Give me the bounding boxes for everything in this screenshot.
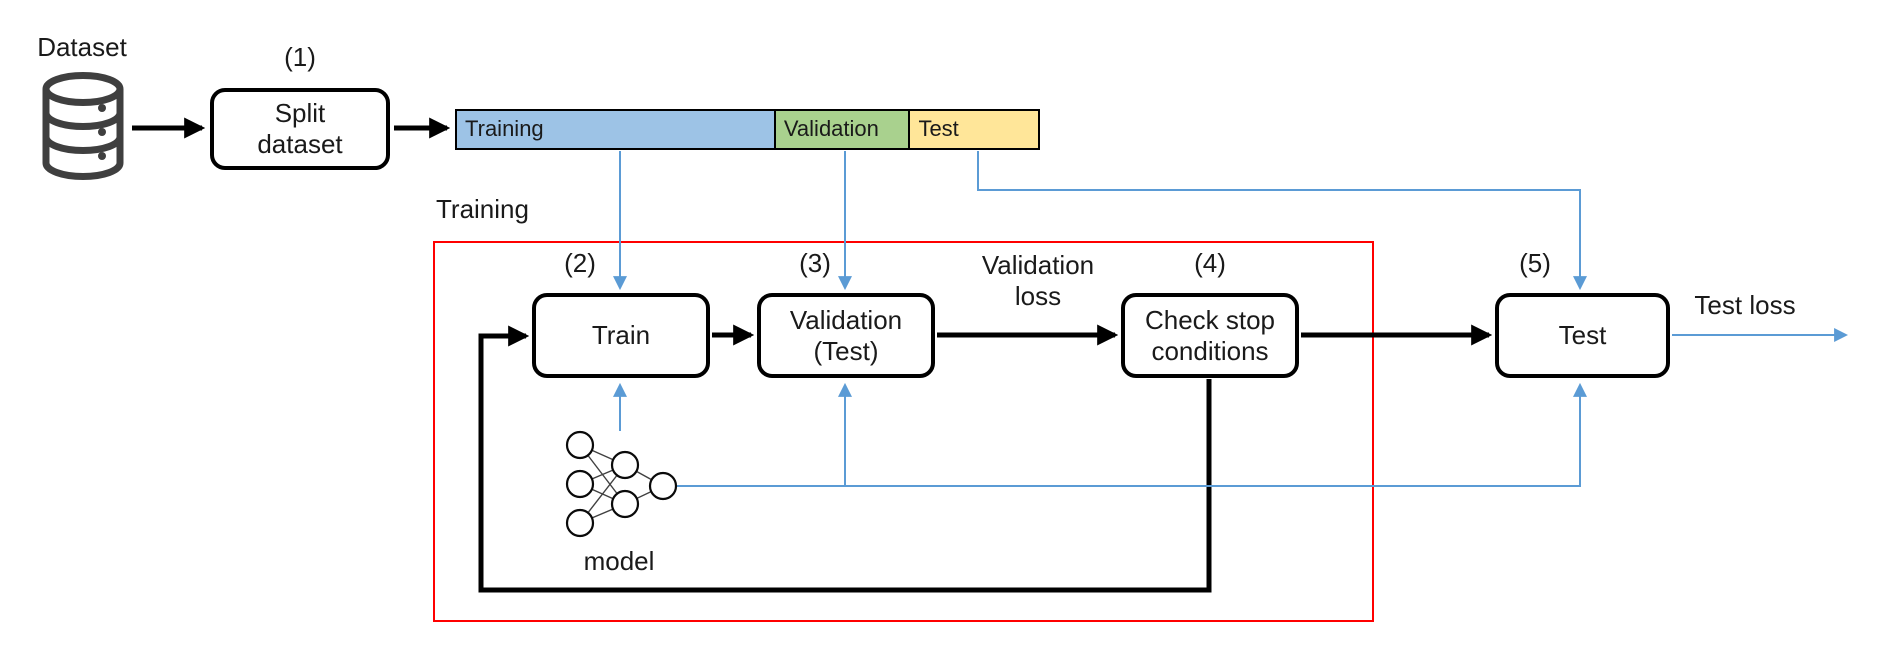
split-dataset-box-label: Split dataset bbox=[257, 98, 343, 159]
bar-segment-test: Test bbox=[910, 111, 1038, 148]
bar-segment-validation: Validation bbox=[775, 111, 911, 148]
database-icon bbox=[42, 72, 124, 180]
validation-box-label: Validation (Test) bbox=[789, 304, 903, 366]
test-loss-label: Test loss bbox=[1694, 290, 1796, 320]
step-2-number: (2) bbox=[564, 248, 596, 278]
dataset-split-bar: Training Validation Test bbox=[455, 109, 1040, 150]
check-stop-conditions-box-label: Check stop conditions bbox=[1144, 304, 1276, 366]
step-4-number: (4) bbox=[1194, 248, 1226, 278]
test-box-label: Test bbox=[1558, 320, 1607, 350]
split-dataset-box: Split dataset bbox=[210, 88, 390, 170]
step-3-number: (3) bbox=[799, 248, 831, 278]
step-1-number: (1) bbox=[284, 42, 316, 72]
train-box: Train bbox=[532, 293, 710, 378]
test-box: Test bbox=[1495, 293, 1670, 378]
bar-segment-training: Training bbox=[457, 111, 776, 148]
model-label: model bbox=[583, 546, 655, 576]
step-5-number: (5) bbox=[1519, 248, 1551, 278]
validation-box: Validation (Test) bbox=[757, 293, 935, 378]
training-region-label: Training bbox=[436, 194, 529, 224]
train-box-label: Train bbox=[591, 320, 651, 350]
dataset-label: Dataset bbox=[37, 32, 127, 62]
validation-loss-label: Validation loss bbox=[981, 250, 1095, 311]
check-stop-conditions-box: Check stop conditions bbox=[1121, 293, 1299, 378]
